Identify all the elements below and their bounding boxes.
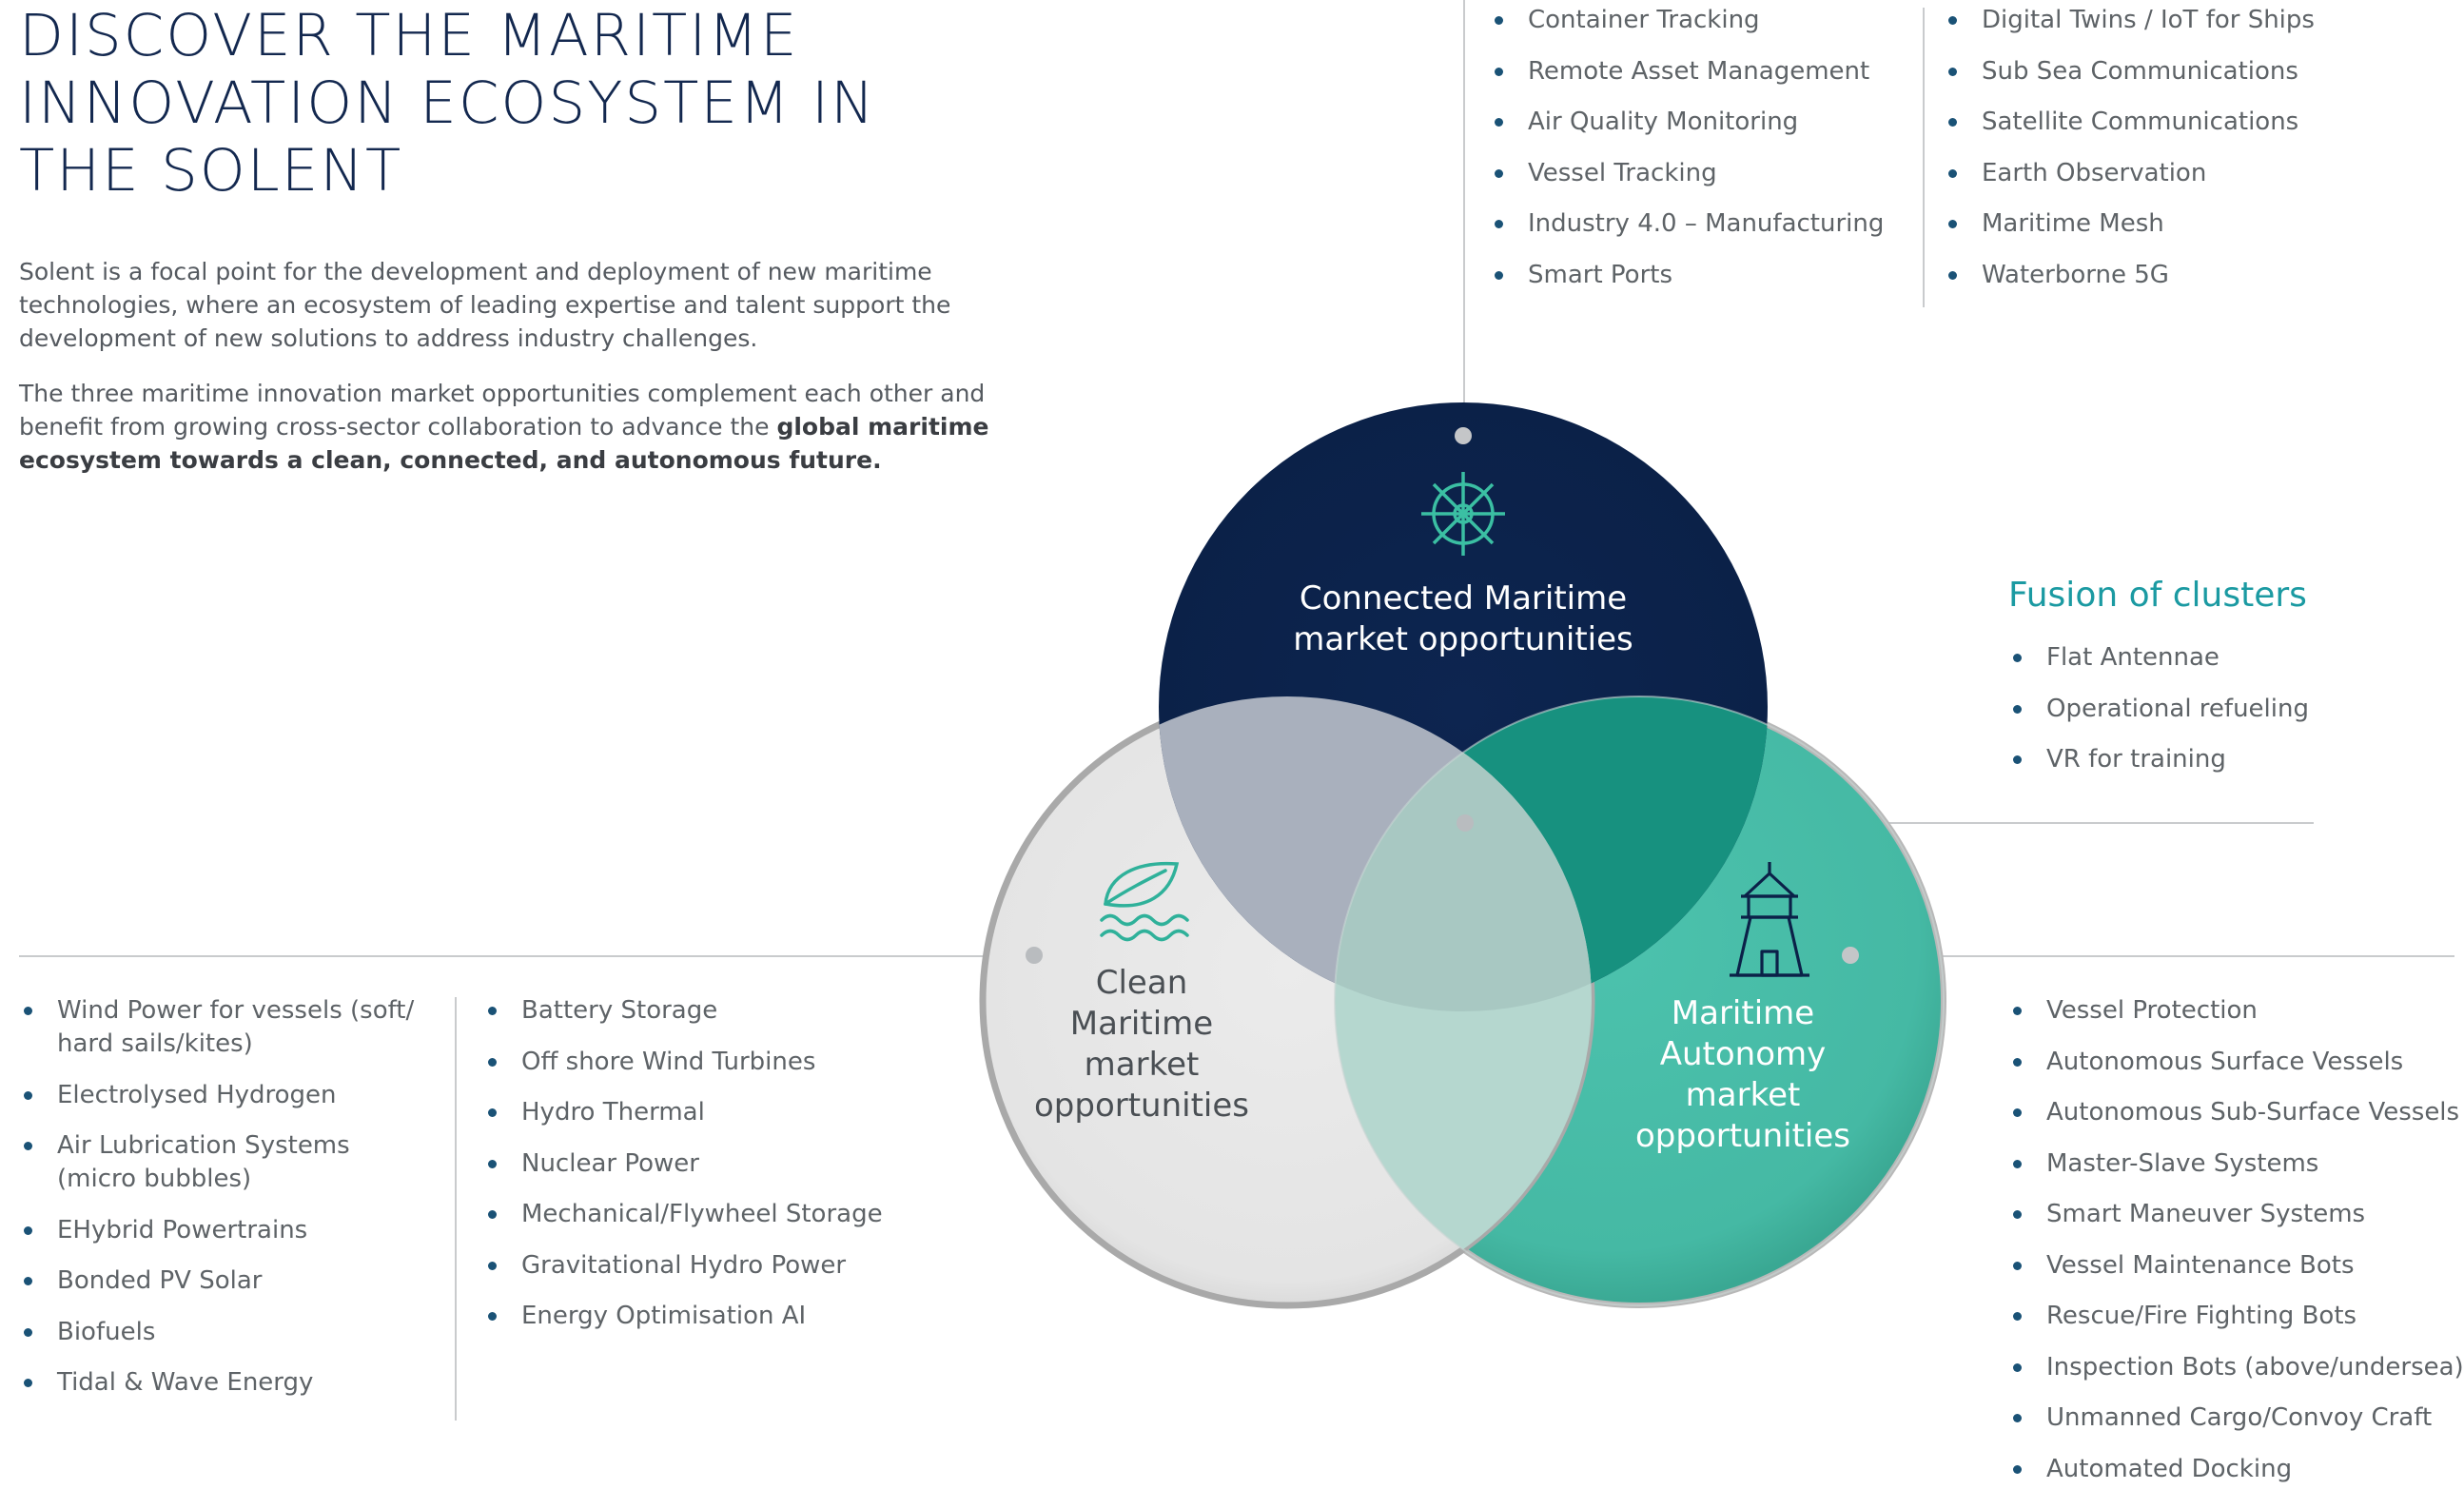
list-item: Electrolysed Hydrogen <box>19 1079 428 1112</box>
list-item: Inspection Bots (above/undersea) <box>2008 1351 2464 1384</box>
connected-label-line1: Connected Maritime <box>1299 579 1628 617</box>
connected-dot <box>1455 427 1472 444</box>
list-item: Autonomous Sub-Surface Vessels <box>2008 1096 2464 1129</box>
autonomy-connector-line <box>1850 955 2454 957</box>
connected-label: Connected Maritime market opportunities <box>1225 578 1701 660</box>
list-item: Air Lubrication Systems (micro bubbles) <box>19 1129 428 1196</box>
list-item: Master-Slave Systems <box>2008 1147 2464 1181</box>
list-item: Tidal & Wave Energy <box>19 1366 428 1400</box>
list-item: Mechanical/Flywheel Storage <box>483 1198 883 1231</box>
list-item: Unmanned Cargo/Convoy Craft <box>2008 1401 2464 1435</box>
clean-list-left: Wind Power for vessels (soft/ hard sails… <box>19 994 428 1418</box>
summary-bold-text: global maritime ecosystem towards a clea… <box>19 413 989 474</box>
fusion-title: Fusion of clusters <box>2008 576 2307 615</box>
list-item: Container Tracking <box>1490 4 1884 37</box>
list-item: Smart Maneuver Systems <box>2008 1198 2464 1231</box>
connected-label-line2: market opportunities <box>1293 620 1633 658</box>
autonomy-circle-edge <box>1334 696 1945 1306</box>
autonomy-label-line4: opportunities <box>1634 1117 1851 1155</box>
list-item: Wind Power for vessels (soft/ hard sails… <box>19 994 428 1061</box>
center-overlap <box>1335 696 1592 1011</box>
intro-paragraph: Solent is a focal point for the developm… <box>19 258 951 352</box>
clean-label-line3: market <box>1084 1046 1200 1084</box>
clean-connector-line <box>19 955 1034 957</box>
clean-list-right: Battery Storage Off shore Wind Turbines … <box>483 994 883 1351</box>
list-item: Satellite Communications <box>1944 106 2315 139</box>
connected-list-divider <box>1923 8 1925 307</box>
autonomy-label: Maritime Autonomy market opportunities <box>1600 993 1886 1157</box>
list-item: Biofuels <box>19 1316 428 1349</box>
list-item: Air Quality Monitoring <box>1490 106 1884 139</box>
list-item: Gravitational Hydro Power <box>483 1249 883 1283</box>
fusion-dot <box>1457 814 1474 832</box>
list-item: Hydro Thermal <box>483 1096 883 1129</box>
clean-dot <box>1026 947 1043 964</box>
leaf-waves-icon <box>1100 861 1189 942</box>
list-item: Earth Observation <box>1944 157 2315 190</box>
list-item: VR for training <box>2008 743 2309 776</box>
clean-label-line4: opportunities <box>1033 1087 1250 1125</box>
list-item: Battery Storage <box>483 994 883 1028</box>
list-item: Off shore Wind Turbines <box>483 1046 883 1079</box>
list-item: Waterborne 5G <box>1944 259 2315 292</box>
autonomy-label-line2: Autonomy <box>1659 1035 1827 1073</box>
connected-list-left: Container Tracking Remote Asset Manageme… <box>1490 4 1884 309</box>
autonomy-label-line3: market <box>1685 1076 1801 1114</box>
list-item: Flat Antennae <box>2008 641 2309 675</box>
list-item: Vessel Maintenance Bots <box>2008 1249 2464 1283</box>
summary-paragraph: The three maritime innovation market opp… <box>19 377 1008 477</box>
list-item: Automated Docking <box>2008 1453 2464 1486</box>
list-item: Remote Asset Management <box>1490 55 1884 88</box>
clean-list-divider <box>455 997 457 1421</box>
list-item: Energy Optimisation AI <box>483 1300 883 1333</box>
list-item: Vessel Protection <box>2008 994 2464 1028</box>
autonomy-dot <box>1842 947 1859 964</box>
list-item: Industry 4.0 – Manufacturing <box>1490 207 1884 241</box>
list-item: Operational refueling <box>2008 693 2309 726</box>
autonomy-label-line1: Maritime <box>1671 994 1815 1032</box>
list-item: Bonded PV Solar <box>19 1264 428 1298</box>
list-item: Maritime Mesh <box>1944 207 2315 241</box>
list-item: Smart Ports <box>1490 259 1884 292</box>
connected-connector-line <box>1463 0 1465 436</box>
autonomy-list: Vessel Protection Autonomous Surface Ves… <box>2008 994 2464 1503</box>
list-item: Digital Twins / IoT for Ships <box>1944 4 2315 37</box>
list-item: Rescue/Fire Fighting Bots <box>2008 1300 2464 1333</box>
page-title: DISCOVER THE MARITIME INNOVATION ECOSYST… <box>19 2 876 205</box>
fusion-list: Flat Antennae Operational refueling VR f… <box>2008 641 2309 794</box>
clean-label-line1: Clean <box>1095 964 1188 1002</box>
list-item: Sub Sea Communications <box>1944 55 2315 88</box>
connected-list-right: Digital Twins / IoT for Ships Sub Sea Co… <box>1944 4 2315 309</box>
list-item: Vessel Tracking <box>1490 157 1884 190</box>
ship-wheel-icon <box>1421 472 1505 556</box>
list-item: Autonomous Surface Vessels <box>2008 1046 2464 1079</box>
clean-label: Clean Maritime market opportunities <box>999 963 1284 1127</box>
lighthouse-icon <box>1730 862 1809 977</box>
clean-label-line2: Maritime <box>1069 1005 1214 1043</box>
summary-text: The three maritime innovation market opp… <box>19 380 986 441</box>
list-item: Nuclear Power <box>483 1147 883 1181</box>
list-item: EHybrid Powertrains <box>19 1214 428 1247</box>
